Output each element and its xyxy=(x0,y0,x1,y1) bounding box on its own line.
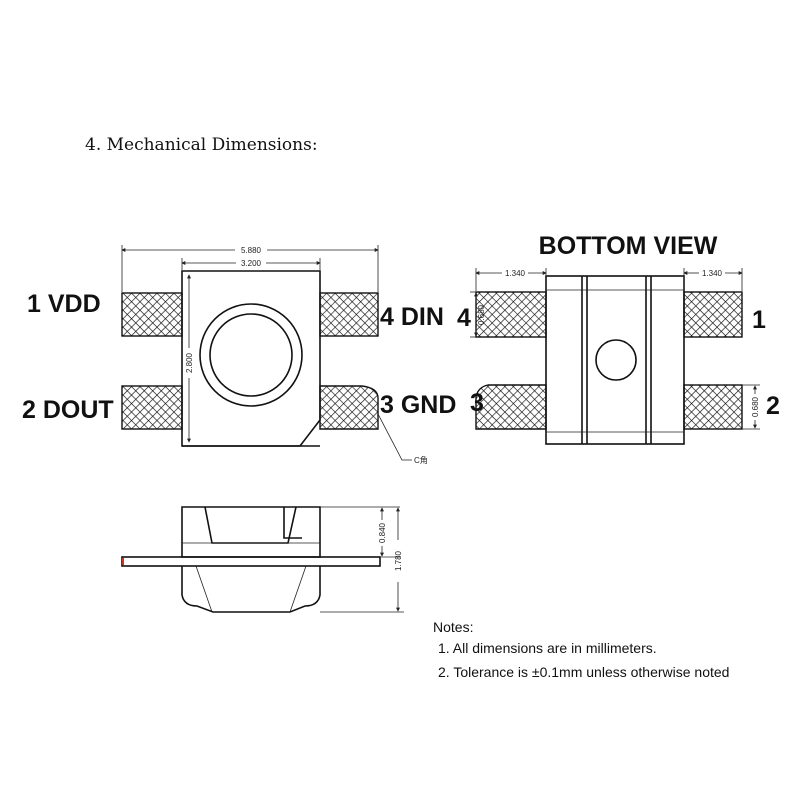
bv-pin-3: 3 xyxy=(470,389,484,417)
side-lower-housing xyxy=(181,566,321,613)
bv-pin-4: 4 xyxy=(457,304,471,332)
bv-pad-2 xyxy=(683,384,743,430)
dim-lens-label: 0.840 xyxy=(378,522,387,543)
side-view: 0.840 1.780 xyxy=(121,506,404,613)
dim-body-label: 3.200 xyxy=(241,259,262,268)
dim-right-label: 1.340 xyxy=(702,269,723,278)
bv-pad-1 xyxy=(683,291,743,338)
bv-pin-2: 2 xyxy=(766,392,780,420)
pin-label-gnd: 3 GND xyxy=(380,391,456,419)
section-title: 4. Mechanical Dimensions: xyxy=(85,135,318,155)
bottom-window xyxy=(595,339,637,381)
side-upper-housing xyxy=(181,506,321,558)
pin-label-vdd: 1 VDD xyxy=(27,290,101,318)
note-item-2: 2. Tolerance is ±0.1mm unless otherwise … xyxy=(438,664,729,680)
chamfer-leader xyxy=(377,413,412,461)
lens-outer xyxy=(199,303,303,407)
dim-overall-label: 5.880 xyxy=(241,246,262,255)
chamfer-label: C角 xyxy=(414,455,428,465)
dim-height-label: 2.800 xyxy=(185,352,194,373)
bottom-view: BOTTOM VIEW 1.340 1.340 0.680 xyxy=(457,232,780,445)
led-body-top xyxy=(181,270,321,447)
pin-label-din: 4 DIN xyxy=(380,303,444,331)
top-view: 5.880 3.200 2.800 C角 1 VDD 2 DOUT 4 DIN … xyxy=(22,245,456,465)
lens-inner xyxy=(209,313,293,397)
note-item-1: 1. All dimensions are in millimeters. xyxy=(438,640,657,656)
dim-pad-right-label: 0.680 xyxy=(751,396,760,417)
pad-din xyxy=(319,292,379,337)
lead-frame xyxy=(121,556,381,567)
pad-gnd xyxy=(319,385,379,430)
bottom-view-title: BOTTOM VIEW xyxy=(539,232,718,260)
bv-pin-1: 1 xyxy=(752,306,766,334)
notes: Notes: 1. All dimensions are in millimet… xyxy=(433,619,729,680)
pad-dout xyxy=(121,385,183,430)
bv-pad-3 xyxy=(475,384,547,430)
notes-title: Notes: xyxy=(433,619,473,635)
dim-pad-left-label: 0.680 xyxy=(477,304,486,325)
led-body-bottom xyxy=(545,275,685,445)
dim-total-label: 1.780 xyxy=(394,550,403,571)
bv-pad-4 xyxy=(475,291,547,338)
pad-vdd xyxy=(121,292,183,337)
pin-label-dout: 2 DOUT xyxy=(22,396,114,424)
dim-left-label: 1.340 xyxy=(505,269,526,278)
